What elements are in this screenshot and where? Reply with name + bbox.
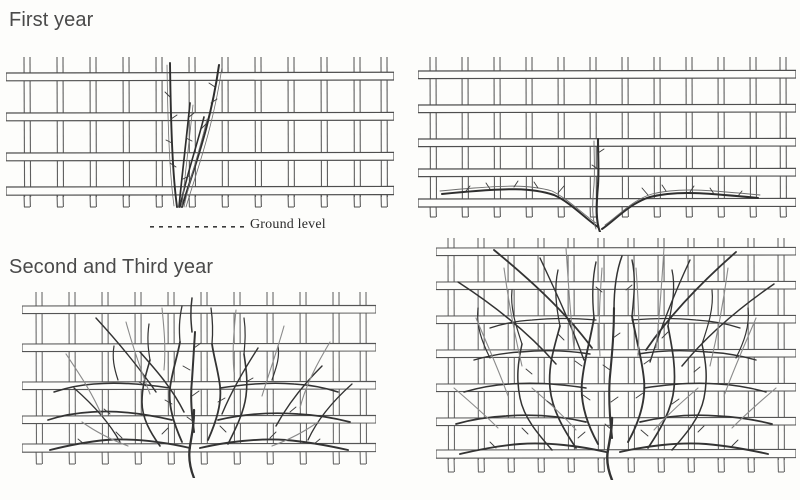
panel-first-year-side (418, 57, 796, 232)
trellis-rails (418, 69, 796, 208)
second-third-year-right-drawing (436, 238, 796, 480)
caption-first-year: First year (9, 9, 94, 31)
mature-plant-framework (47, 297, 353, 478)
trellis-rails (6, 71, 394, 196)
mature-plant-framework (453, 247, 777, 480)
ground-level-leader-icon (150, 225, 244, 228)
second-third-year-left-drawing (22, 292, 376, 478)
first-year-trained-drawing (418, 57, 796, 232)
trellis-slats (429, 57, 787, 218)
panel-mature-right (436, 238, 796, 480)
ground-level-annotation: Ground level (150, 214, 326, 236)
trellis-slats (35, 292, 368, 465)
first-year-front-drawing (6, 57, 394, 208)
young-plant-canes (164, 62, 223, 208)
ground-level-label: Ground level (250, 217, 326, 232)
caption-second-and-third-year: Second and Third year (9, 256, 214, 278)
trained-plant (439, 137, 761, 232)
panel-mature-left (22, 292, 376, 478)
panel-first-year-front (6, 57, 394, 209)
